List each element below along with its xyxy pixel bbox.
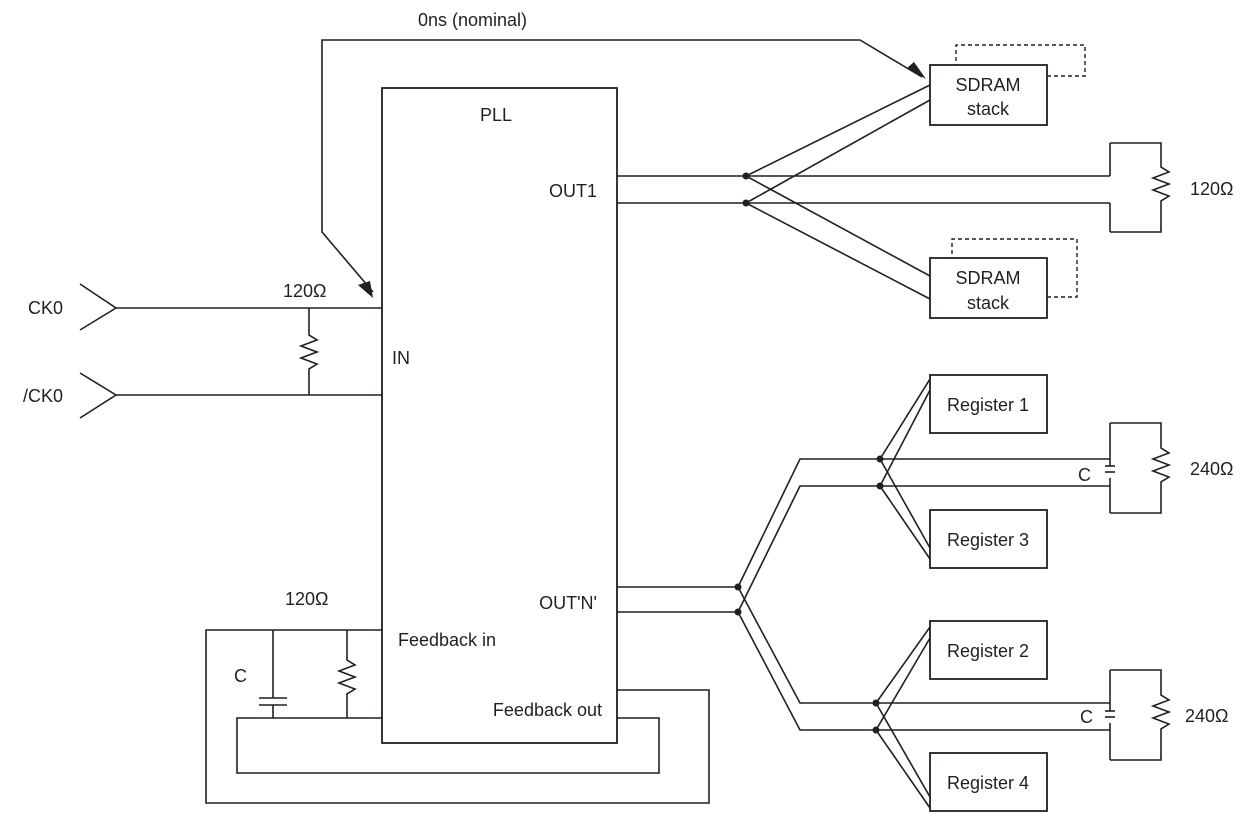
upper-capacitor-label: C bbox=[1078, 465, 1091, 485]
ck0-bar-input bbox=[79, 372, 382, 419]
feedback-capacitor bbox=[259, 630, 287, 718]
ck0-label: CK0 bbox=[28, 298, 63, 318]
feedback-resistor-label: 120Ω bbox=[285, 589, 329, 609]
lower-capacitor-label: C bbox=[1080, 707, 1093, 727]
register-4: Register 4 bbox=[929, 752, 1048, 812]
delay-arrow-path bbox=[321, 39, 926, 298]
feedback-in-label: Feedback in bbox=[398, 630, 496, 650]
register-3: Register 3 bbox=[929, 509, 1048, 569]
upper-register-fanout bbox=[876, 378, 931, 560]
feedback-out-label: Feedback out bbox=[493, 700, 602, 720]
outn-label: OUT'N' bbox=[539, 593, 597, 613]
svg-text:stack: stack bbox=[967, 99, 1010, 119]
out1-resistor-label: 120Ω bbox=[1190, 179, 1234, 199]
out1-termination-resistor bbox=[1109, 142, 1172, 233]
feedback-capacitor-label: C bbox=[234, 666, 247, 686]
lower-resistor-label: 240Ω bbox=[1185, 706, 1229, 726]
arrow-to-sdram bbox=[907, 62, 926, 79]
feedback-outer-loop bbox=[205, 629, 710, 804]
svg-text:SDRAM: SDRAM bbox=[955, 75, 1020, 95]
upper-resistor-label: 240Ω bbox=[1190, 459, 1234, 479]
register-2: Register 2 bbox=[929, 620, 1048, 680]
delay-label: 0ns (nominal) bbox=[418, 10, 527, 30]
ck0-bar-label: /CK0 bbox=[23, 386, 63, 406]
out1-label: OUT1 bbox=[549, 181, 597, 201]
upper-rc-termination bbox=[1105, 422, 1172, 514]
input-termination-resistor bbox=[298, 308, 320, 395]
svg-text:stack: stack bbox=[967, 293, 1010, 313]
svg-text:Register 4: Register 4 bbox=[947, 773, 1029, 793]
out1-wiring bbox=[617, 84, 1110, 300]
lower-register-fanout bbox=[872, 626, 931, 809]
sdram-stack-bottom: SDRAM stack bbox=[929, 238, 1078, 319]
sdram-stack-top: SDRAM stack bbox=[929, 44, 1086, 126]
in-label: IN bbox=[392, 348, 410, 368]
svg-text:Register 3: Register 3 bbox=[947, 530, 1029, 550]
feedback-inner-loop bbox=[236, 717, 660, 774]
ck0-input bbox=[79, 283, 382, 331]
feedback-resistor bbox=[336, 630, 358, 718]
pll-label: PLL bbox=[480, 105, 512, 125]
svg-text:Register 1: Register 1 bbox=[947, 395, 1029, 415]
register-1: Register 1 bbox=[929, 374, 1048, 434]
input-resistor-label: 120Ω bbox=[283, 281, 327, 301]
lower-rc-termination bbox=[1105, 669, 1172, 761]
arrow-to-pll-in bbox=[358, 281, 373, 298]
svg-text:SDRAM: SDRAM bbox=[955, 268, 1020, 288]
pll-block bbox=[381, 87, 618, 744]
svg-text:Register 2: Register 2 bbox=[947, 641, 1029, 661]
outn-wiring bbox=[617, 458, 1110, 731]
